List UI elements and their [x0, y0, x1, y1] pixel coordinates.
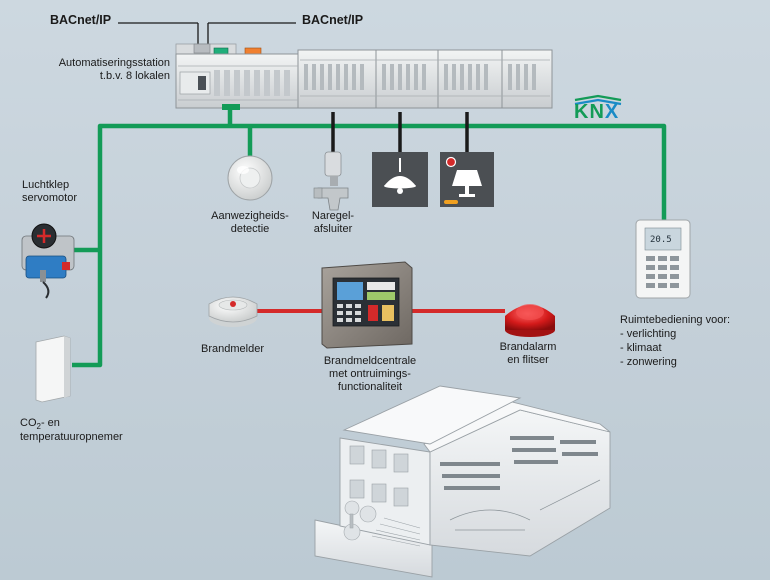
room-unit-item-climate: - klimaat [620, 342, 662, 354]
damper-label-line1: Luchtklep [22, 179, 70, 191]
station-label-line1: Automatiseringsstation [58, 57, 170, 69]
table-lamp-tile [440, 152, 494, 207]
presence-label-line1: Aanwezigheids- [211, 210, 289, 222]
smoke-detector [208, 296, 258, 327]
pendant-lamp-tile [372, 152, 428, 207]
valve-label-line1: Naregel- [311, 210, 355, 222]
co2-label-line1: CO2- en [20, 417, 60, 433]
damper-label-line2: servomotor [22, 192, 78, 204]
device-lines [331, 112, 469, 152]
co2-sensor [35, 335, 71, 403]
school-building [314, 385, 611, 578]
room-unit-item-shading: - zonwering [620, 356, 677, 368]
knx-bus-main [72, 123, 667, 368]
damper-actuator [21, 223, 75, 299]
bacnet-left-label: BACnet/IP [50, 13, 112, 27]
co2-label-line2: temperatuuropnemer [20, 431, 123, 443]
station-label-line2: t.b.v. 8 lokalen [99, 70, 170, 82]
room-unit-item-lighting: - verlichting [620, 328, 677, 340]
fire-panel [321, 261, 413, 349]
fire-alarm [505, 304, 555, 337]
co2-suffix: - en [40, 417, 60, 429]
knx-logo: KNX [574, 101, 619, 124]
presence-label-line2: detectie [230, 223, 270, 235]
fire-panel-label-line2: met ontruimings- [329, 368, 411, 380]
automation-station [175, 43, 553, 110]
alarm-label-line2: en flitser [507, 354, 549, 366]
knx-logo-x: X [604, 101, 620, 123]
knx-bus [72, 108, 667, 368]
fire-panel-label-line3: functionaliteit [337, 381, 403, 393]
bacnet-leaders [118, 22, 296, 46]
knx-logo-k: K [574, 101, 590, 123]
co2-subscript: 2 [36, 422, 41, 432]
room-unit-display: 20.5 [650, 235, 672, 245]
knx-logo-mark [574, 94, 622, 106]
smoke-detector-label: Brandmelder [201, 343, 264, 355]
valve-label-line2: afsluiter [313, 223, 353, 235]
room-unit-label-line1: Ruimtebediening voor: [620, 314, 731, 326]
co2-text: CO [20, 417, 37, 429]
bacnet-right-label: BACnet/IP [302, 13, 364, 27]
knx-logo-n: N [589, 101, 605, 123]
alarm-label-line1: Brandalarm [499, 341, 557, 353]
valve-actuator [313, 151, 349, 211]
room-control-unit [635, 219, 691, 299]
fire-panel-label-line1: Brandmeldcentrale [323, 355, 417, 367]
presence-detector [227, 155, 273, 201]
